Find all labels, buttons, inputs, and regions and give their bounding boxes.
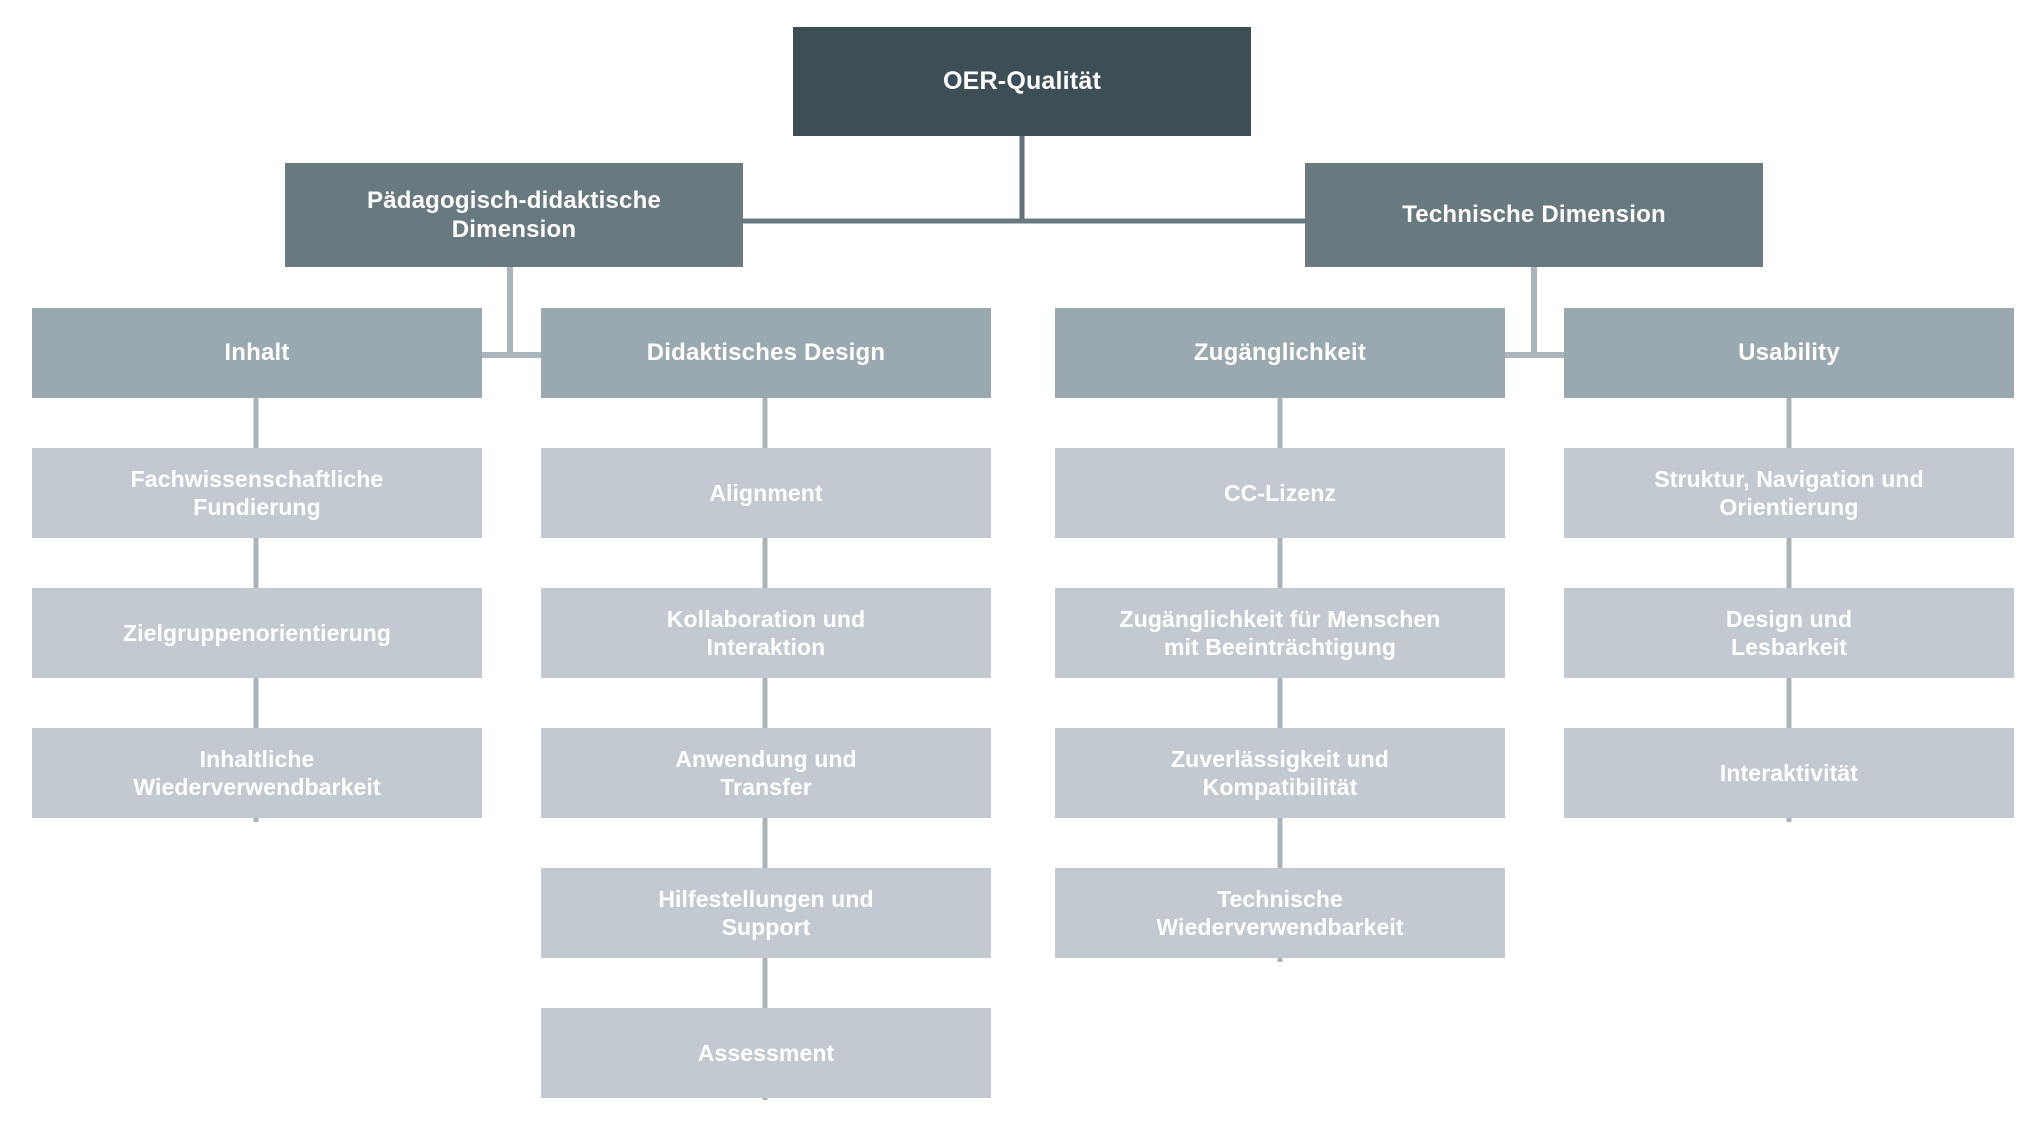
node-criterion[interactable]: Zugänglichkeit für Menschen mit Beeinträ… — [1055, 588, 1505, 678]
node-criterion-label: Design und Lesbarkeit — [1725, 605, 1853, 660]
node-criterion-label: Inhaltliche Wiederverwendbarkeit — [133, 745, 381, 800]
node-criterion[interactable]: Zielgruppenorientierung — [32, 588, 482, 678]
node-criterion[interactable]: Anwendung und Transfer — [541, 728, 991, 818]
node-criterion[interactable]: Fachwissenschaftliche Fundierung — [32, 448, 482, 538]
node-category-label: Inhalt — [224, 339, 290, 367]
node-criterion-label: CC-Lizenz — [1223, 479, 1337, 506]
node-criterion-label: Hilfestellungen und Support — [658, 885, 874, 940]
node-category-inhalt[interactable]: Inhalt — [32, 308, 482, 398]
node-criterion[interactable]: Interaktivität — [1564, 728, 2014, 818]
node-criterion-label: Zuverlässigkeit und Kompatibilität — [1171, 745, 1389, 800]
node-dimension-paedagogisch-didaktisch[interactable]: Pädagogisch-didaktische Dimension — [285, 163, 743, 267]
node-category-label: Zugänglichkeit — [1193, 339, 1367, 367]
node-criterion-label: Technische Wiederverwendbarkeit — [1156, 885, 1404, 940]
node-criterion[interactable]: Technische Wiederverwendbarkeit — [1055, 868, 1505, 958]
node-criterion[interactable]: CC-Lizenz — [1055, 448, 1505, 538]
node-root[interactable]: OER-Qualität — [793, 27, 1251, 136]
node-criterion-label: Interaktivität — [1719, 759, 1859, 786]
node-criterion[interactable]: Zuverlässigkeit und Kompatibilität — [1055, 728, 1505, 818]
node-criterion[interactable]: Alignment — [541, 448, 991, 538]
node-category-didaktisches-design[interactable]: Didaktisches Design — [541, 308, 991, 398]
node-criterion-label: Assessment — [697, 1039, 835, 1066]
node-criterion-label: Struktur, Navigation und Orientierung — [1654, 465, 1924, 520]
node-criterion-label: Zielgruppenorientierung — [122, 619, 392, 646]
node-dimension-technische[interactable]: Technische Dimension — [1305, 163, 1763, 267]
node-criterion[interactable]: Inhaltliche Wiederverwendbarkeit — [32, 728, 482, 818]
node-criterion-label: Fachwissenschaftliche Fundierung — [130, 465, 384, 520]
node-category-usability[interactable]: Usability — [1564, 308, 2014, 398]
node-criterion-label: Kollaboration und Interaktion — [666, 605, 866, 660]
node-criterion[interactable]: Assessment — [541, 1008, 991, 1098]
node-category-zugaenglichkeit[interactable]: Zugänglichkeit — [1055, 308, 1505, 398]
node-criterion[interactable]: Hilfestellungen und Support — [541, 868, 991, 958]
node-criterion-label: Zugänglichkeit für Menschen mit Beeinträ… — [1119, 605, 1441, 660]
node-root-label: OER-Qualität — [943, 67, 1101, 96]
node-category-label: Usability — [1738, 339, 1840, 367]
node-criterion-label: Alignment — [709, 479, 823, 506]
node-criterion-label: Anwendung und Transfer — [675, 745, 857, 800]
node-dimension-label: Technische Dimension — [1402, 201, 1666, 229]
node-criterion[interactable]: Design und Lesbarkeit — [1564, 588, 2014, 678]
node-criterion[interactable]: Struktur, Navigation und Orientierung — [1564, 448, 2014, 538]
node-category-label: Didaktisches Design — [646, 339, 886, 367]
node-dimension-label: Pädagogisch-didaktische Dimension — [366, 186, 661, 243]
node-criterion[interactable]: Kollaboration und Interaktion — [541, 588, 991, 678]
